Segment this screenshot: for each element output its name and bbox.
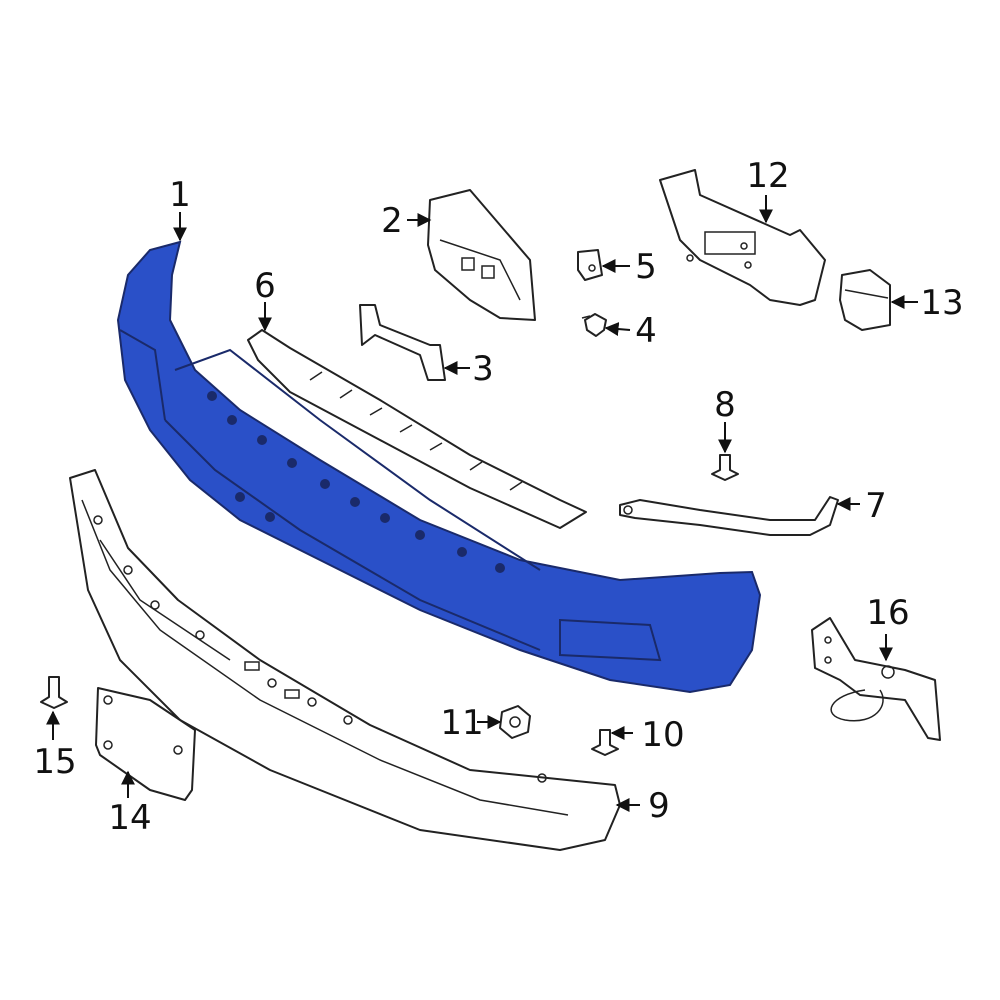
callout-2: 2 [381, 201, 403, 241]
part-9-valance[interactable] [69, 469, 621, 851]
part-3-clip[interactable] [359, 304, 446, 381]
callout-13: 13 [920, 283, 963, 323]
callout-3: 3 [472, 349, 494, 389]
part-10-bolt[interactable] [591, 729, 619, 756]
callout-8: 8 [714, 385, 736, 425]
callout-11: 11 [440, 703, 483, 743]
part-11-nut[interactable] [499, 705, 531, 739]
part-15-bolt[interactable] [40, 676, 68, 709]
callout-1: 1 [169, 175, 191, 215]
callout-5: 5 [635, 247, 657, 287]
part-7-bracket[interactable] [619, 496, 839, 536]
callout-9: 9 [648, 786, 670, 826]
part-8-bolt[interactable] [711, 454, 739, 481]
part-14-bracket[interactable] [95, 687, 196, 801]
callout-14: 14 [108, 798, 151, 838]
callout-6: 6 [254, 266, 276, 306]
callout-labels: 1 2 3 4 5 6 7 8 9 10 11 12 13 14 15 16 [33, 156, 963, 838]
callout-15: 15 [33, 742, 76, 782]
part-13-cover[interactable] [839, 269, 891, 331]
callout-12: 12 [746, 156, 789, 196]
part-1-bumper[interactable] [116, 240, 762, 694]
callout-arrows [46, 195, 918, 812]
part-2-bracket[interactable] [427, 189, 536, 321]
callout-10: 10 [641, 715, 684, 755]
part-6-pad[interactable] [247, 329, 587, 529]
callout-4: 4 [635, 311, 657, 351]
bumper-holes [207, 391, 505, 573]
callout-7: 7 [865, 486, 887, 526]
part-16-tow-hook[interactable] [811, 617, 941, 741]
callout-16: 16 [866, 593, 909, 633]
part-12-bracket[interactable] [659, 169, 826, 306]
part-5-clip[interactable] [577, 249, 603, 281]
part-4-pin[interactable] [581, 313, 607, 337]
bumper-body [116, 240, 762, 694]
